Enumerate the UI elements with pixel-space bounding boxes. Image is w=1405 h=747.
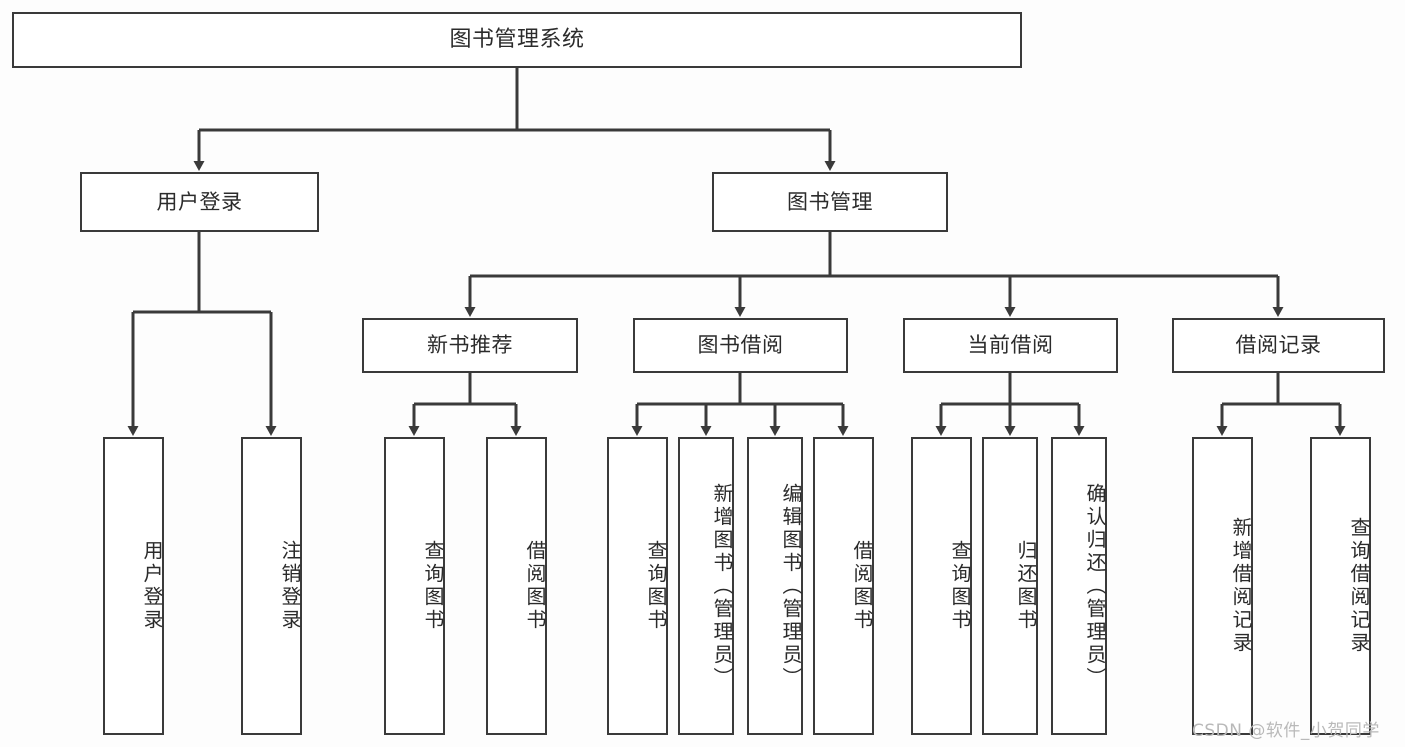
- leaf-user-login-signout[interactable]: 注销登录: [241, 437, 302, 735]
- node-label: 编辑图书（管理员）: [779, 482, 803, 690]
- node-label: 借阅图书: [523, 540, 547, 632]
- node-user-login[interactable]: 用户登录: [80, 172, 319, 232]
- csdn-watermark: CSDN @软件_小贺同学: [1192, 721, 1380, 741]
- node-label: 当前借阅: [967, 333, 1054, 358]
- leaf-current-return-book[interactable]: 归还图书: [982, 437, 1038, 735]
- node-label: 注销登录: [278, 540, 302, 632]
- leaf-borrow-query-book[interactable]: 查询图书: [607, 437, 668, 735]
- node-borrow-records[interactable]: 借阅记录: [1172, 318, 1385, 373]
- leaf-records-query-record[interactable]: 查询借阅记录: [1310, 437, 1371, 735]
- node-label: 查询图书: [421, 540, 445, 632]
- node-label: 用户登录: [156, 189, 243, 214]
- node-book-borrow[interactable]: 图书借阅: [633, 318, 848, 373]
- leaf-records-add-record[interactable]: 新增借阅记录: [1192, 437, 1253, 735]
- node-label: 图书管理: [787, 189, 873, 214]
- leaf-borrow-edit-book-admin[interactable]: 编辑图书（管理员）: [747, 437, 803, 735]
- leaf-current-confirm-return-admin[interactable]: 确认归还（管理员）: [1051, 437, 1107, 735]
- node-label: 确认归还（管理员）: [1083, 482, 1107, 690]
- node-label: 图书借阅: [697, 333, 784, 358]
- node-label: 借阅图书: [850, 540, 874, 632]
- node-current-borrow[interactable]: 当前借阅: [903, 318, 1118, 373]
- node-label: 用户登录: [140, 540, 164, 632]
- leaf-recommend-borrow-book[interactable]: 借阅图书: [486, 437, 547, 735]
- leaf-recommend-query-book[interactable]: 查询图书: [384, 437, 445, 735]
- leaf-borrow-add-book-admin[interactable]: 新增图书（管理员）: [678, 437, 734, 735]
- node-label: 图书管理系统: [449, 27, 585, 53]
- node-label: 查询图书: [644, 540, 668, 632]
- node-book-management[interactable]: 图书管理: [712, 172, 948, 232]
- node-label: 查询借阅记录: [1347, 517, 1371, 655]
- node-label: 新增借阅记录: [1229, 517, 1253, 655]
- node-label: 新书推荐: [427, 333, 513, 358]
- node-new-book-recommend[interactable]: 新书推荐: [362, 318, 578, 373]
- node-label: 新增图书（管理员）: [710, 482, 734, 690]
- leaf-borrow-borrow-book[interactable]: 借阅图书: [813, 437, 874, 735]
- node-root-system[interactable]: 图书管理系统: [12, 12, 1022, 68]
- node-label: 借阅记录: [1235, 333, 1322, 358]
- leaf-current-query-book[interactable]: 查询图书: [911, 437, 972, 735]
- node-label: 查询图书: [948, 540, 972, 632]
- leaf-user-login-signin[interactable]: 用户登录: [103, 437, 164, 735]
- node-label: 归还图书: [1014, 540, 1038, 632]
